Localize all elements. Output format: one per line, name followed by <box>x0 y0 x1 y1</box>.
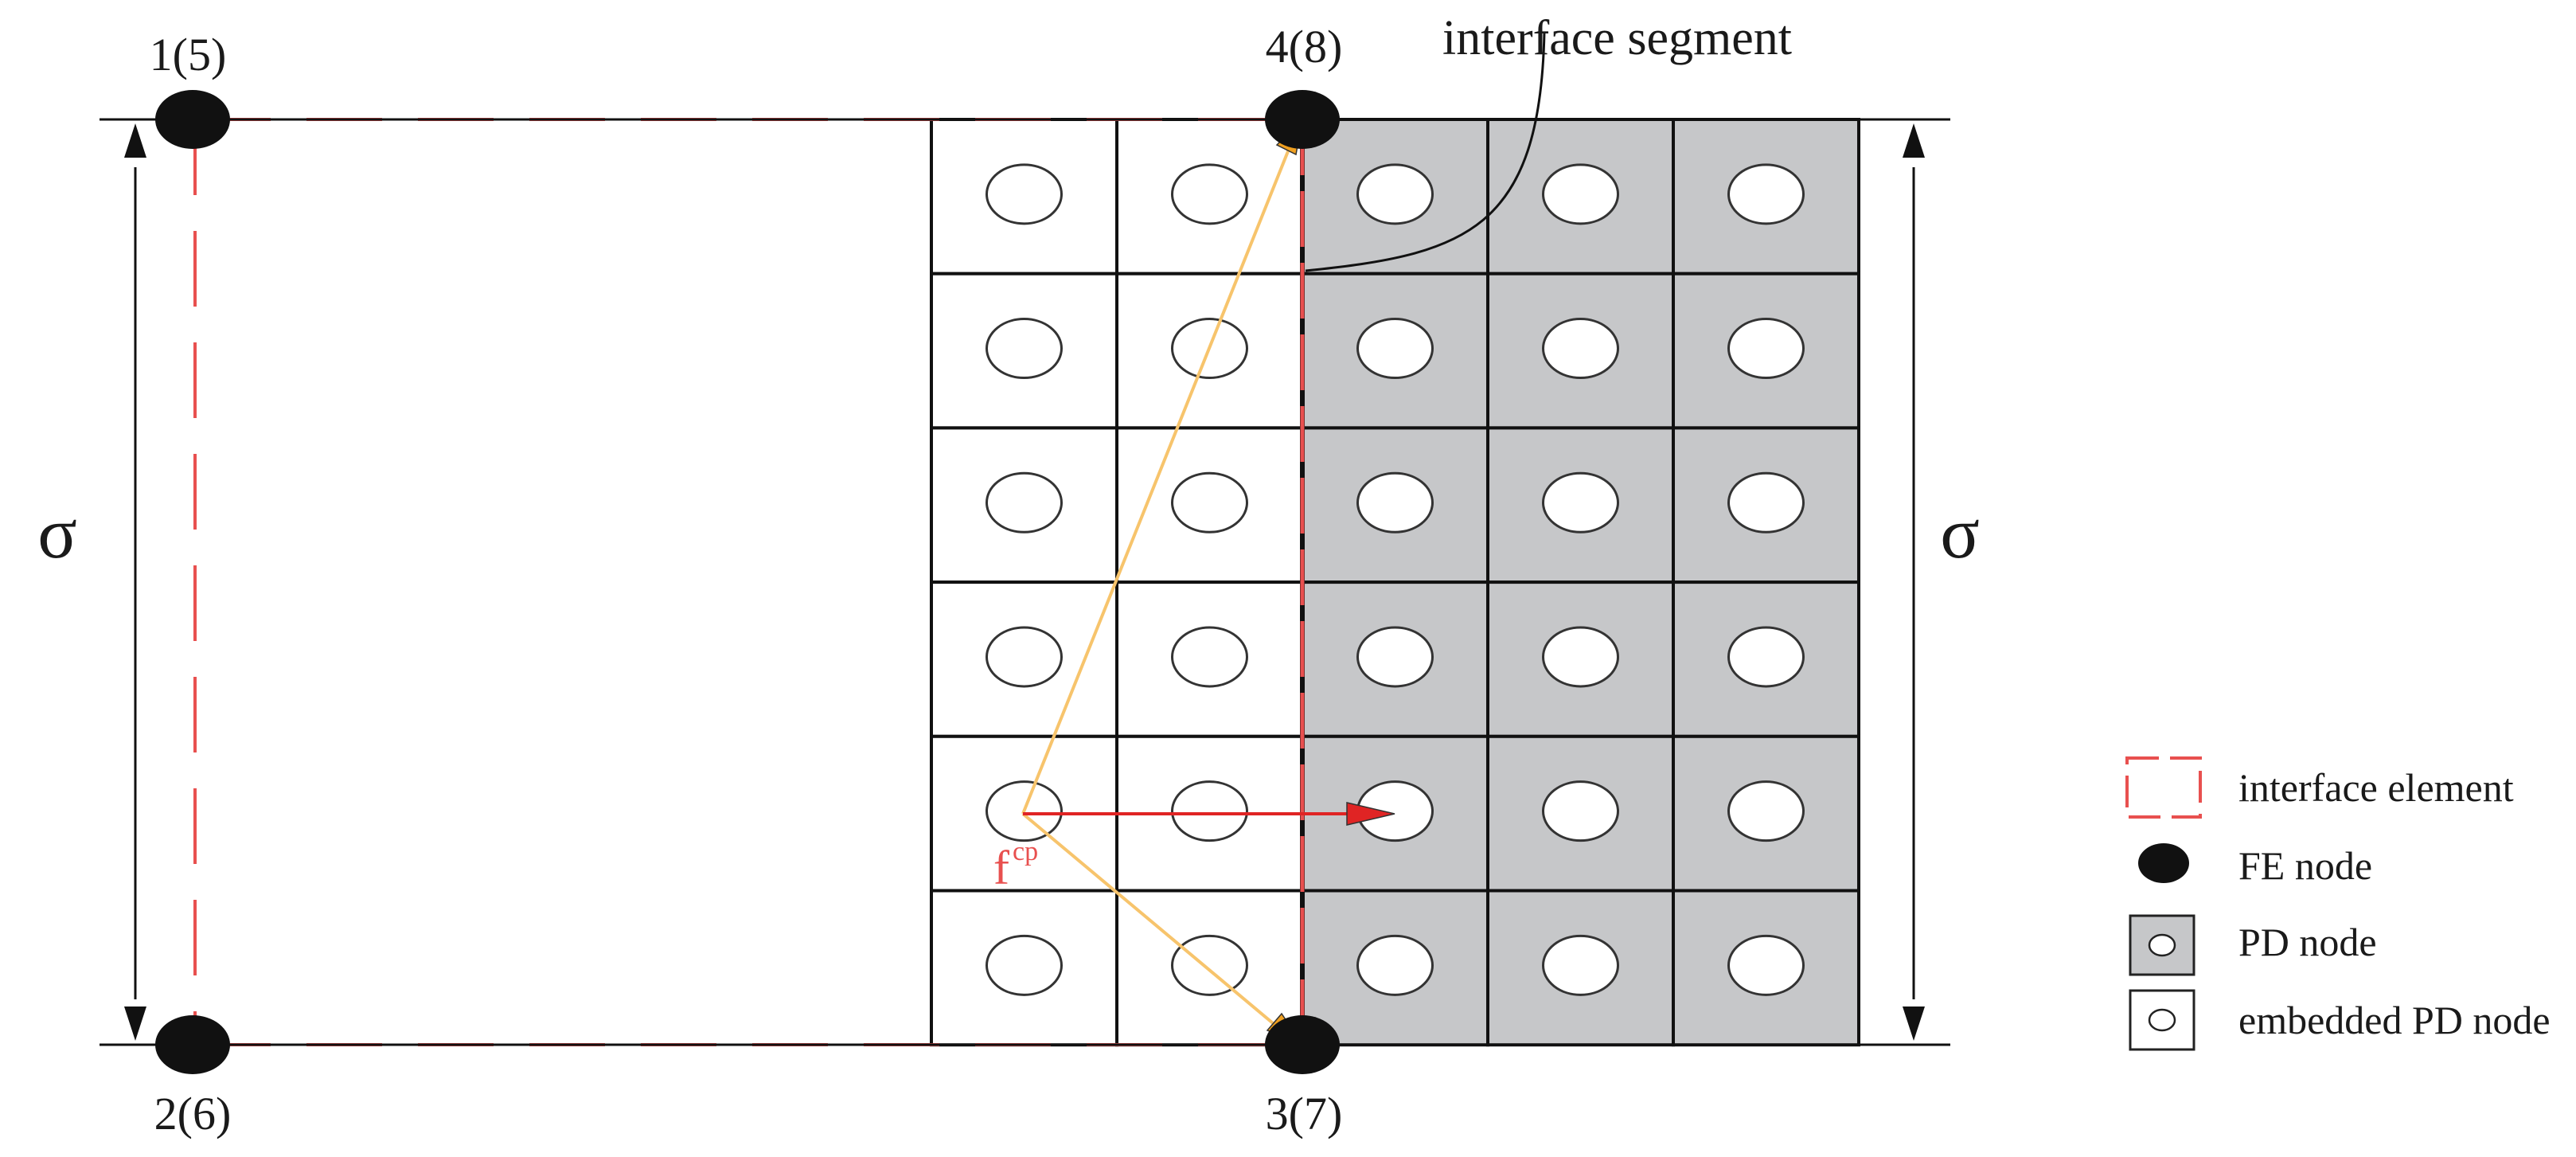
legend-label-embedded-pd-node: embedded PD node <box>2238 998 2551 1042</box>
pd-node <box>1542 163 1619 225</box>
stress-label-right: σ <box>1940 492 1980 573</box>
pd-node <box>1542 934 1619 996</box>
pd-node <box>1542 471 1619 534</box>
pd-node <box>1727 318 1805 380</box>
force-label-superscript: cp <box>1013 837 1038 866</box>
legend-label-fe-node: FE node <box>2238 843 2372 888</box>
pd-node <box>1542 318 1619 380</box>
embedded-pd-node <box>986 471 1063 534</box>
force-arrow <box>1023 802 1395 826</box>
embedded-pd-node <box>1171 163 1248 225</box>
legend-item-embedded-pd-node: embedded PD node <box>2129 989 2551 1051</box>
interface-segment-label: interface segment <box>1442 11 1792 65</box>
pd-node <box>1356 163 1434 225</box>
embedded-pd-node <box>986 934 1063 996</box>
pd-node <box>1356 318 1434 380</box>
legend: interface element FE node PD node embedd… <box>2125 756 2551 1051</box>
fe-node-1 <box>155 90 230 149</box>
embedded-pd-node-icon <box>2148 1008 2176 1032</box>
node-label-4: 4(8) <box>1266 21 1343 72</box>
node-label-1: 1(5) <box>150 29 227 80</box>
embedded-pd-node <box>1171 934 1248 996</box>
node-label-3: 3(7) <box>1266 1088 1343 1139</box>
fe-node-4 <box>1265 90 1340 149</box>
pd-node <box>1727 780 1805 842</box>
pd-node <box>1356 471 1434 534</box>
pd-node <box>1356 626 1434 688</box>
legend-item-interface-element: interface element <box>2125 756 2514 819</box>
fe-nodes <box>155 90 1340 1074</box>
pd-node <box>1727 163 1805 225</box>
legend-item-fe-node: FE node <box>2138 843 2372 888</box>
stress-arrow-right <box>1903 123 1925 1041</box>
embedded-pd-node <box>1171 626 1248 688</box>
pd-node <box>1542 626 1619 688</box>
pd-node <box>1727 626 1805 688</box>
fe-node-2 <box>155 1015 230 1074</box>
stress-arrow-left <box>124 123 146 1041</box>
embedded-pd-node <box>1171 471 1248 534</box>
fe-node-3 <box>1265 1015 1340 1074</box>
legend-item-pd-node: PD node <box>2129 914 2377 976</box>
legend-label-pd-node: PD node <box>2238 920 2377 964</box>
fe-node-icon <box>2138 843 2189 883</box>
legend-label-interface-element: interface element <box>2238 765 2514 810</box>
interface-segment-leader <box>1305 31 1546 272</box>
grid-cells <box>930 118 1860 1047</box>
embedded-pd-node <box>986 318 1063 380</box>
force-label: f <box>993 842 1009 894</box>
embedded-pd-node <box>1171 780 1248 842</box>
stress-label-left: σ <box>37 492 77 573</box>
pd-node <box>1727 471 1805 534</box>
pd-node <box>1727 934 1805 996</box>
node-label-2: 2(6) <box>154 1088 232 1139</box>
pd-node <box>1542 780 1619 842</box>
embedded-pd-node <box>986 626 1063 688</box>
embedded-pd-node <box>986 163 1063 225</box>
pd-node <box>1356 934 1434 996</box>
pd-node-icon <box>2148 933 2176 957</box>
